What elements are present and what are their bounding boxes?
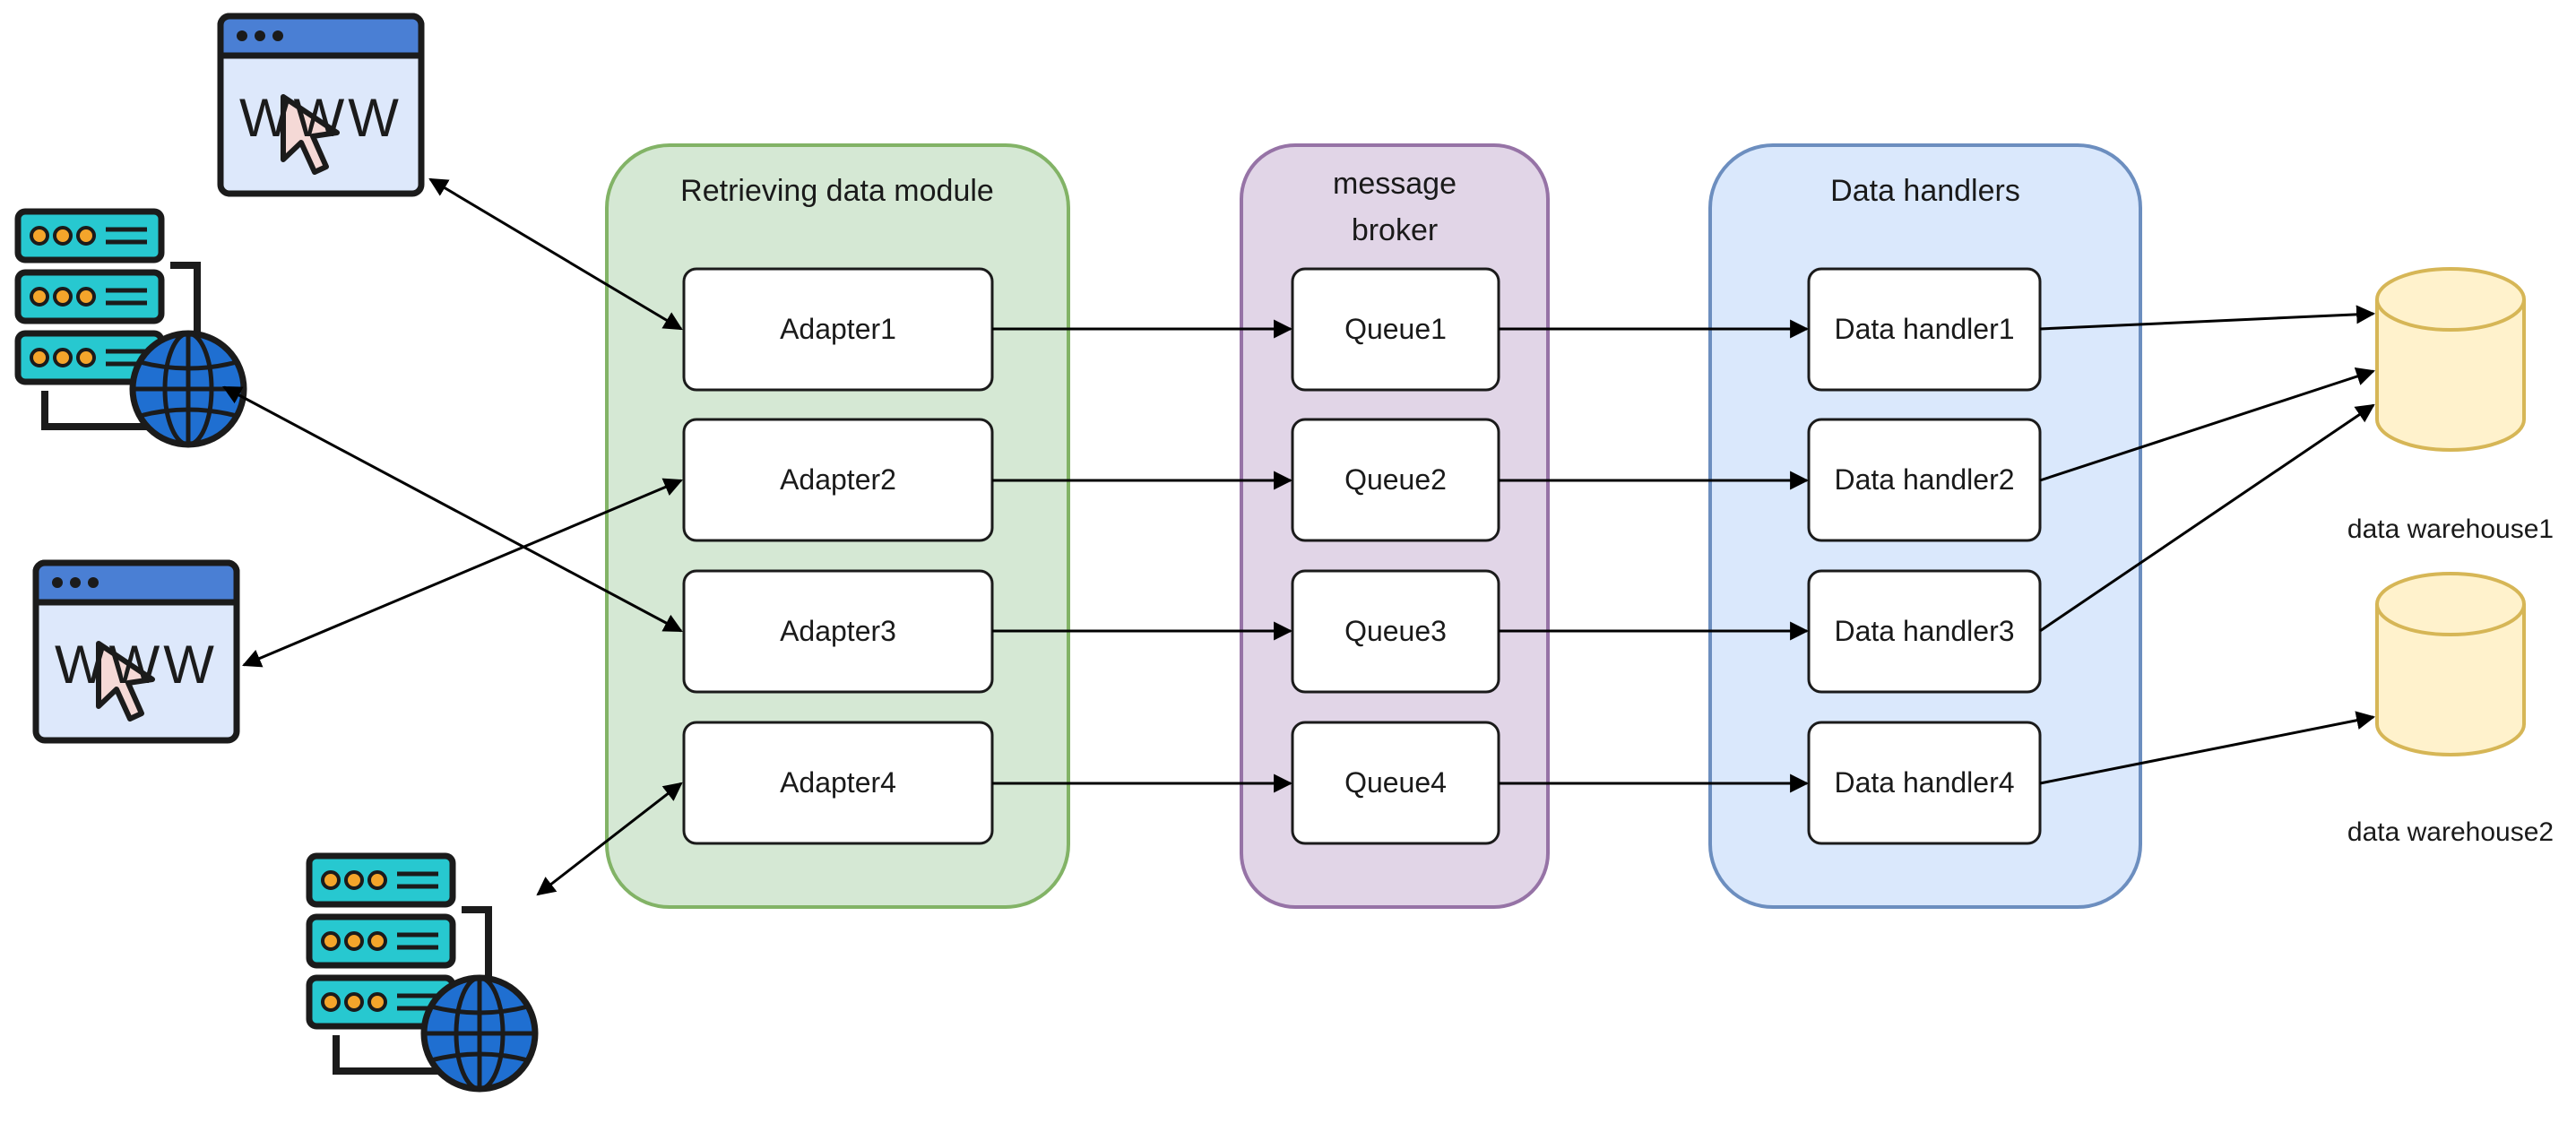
data-handler-label: Data handler4	[1834, 766, 2014, 799]
arrow-server2-adapter4	[536, 782, 683, 896]
database-cylinder-icon	[2375, 267, 2526, 452]
data-handler-3: Data handler3	[1807, 569, 2042, 694]
adapter-label: Adapter3	[780, 615, 896, 647]
adapter-1: Adapter1	[682, 267, 994, 392]
data-handler-4: Data handler4	[1807, 721, 2042, 845]
adapter-label: Adapter4	[780, 766, 896, 799]
data-handler-2: Data handler2	[1807, 418, 2042, 542]
data-warehouse-1: data warehouse1	[2347, 267, 2554, 544]
arrow-handler4-warehouse2	[2039, 711, 2376, 785]
group-title-line2: broker	[1352, 213, 1438, 247]
connectors	[222, 177, 2376, 896]
queue-label: Queue3	[1344, 615, 1447, 647]
adapter-label: Adapter2	[780, 463, 896, 496]
adapter-4: Adapter4	[682, 721, 994, 845]
web-server-icon	[309, 856, 535, 1089]
queue-2: Queue2	[1291, 418, 1500, 542]
arrow-web2-adapter2	[242, 478, 683, 668]
group-title-line1: message	[1333, 167, 1457, 201]
website-source-1: WWW	[220, 16, 421, 194]
queue-1: Queue1	[1291, 267, 1500, 392]
queue-label: Queue2	[1344, 463, 1447, 496]
adapter-2: Adapter2	[682, 418, 994, 542]
queue-4: Queue4	[1291, 721, 1500, 845]
data-handler-label: Data handler2	[1834, 463, 2014, 496]
data-handler-1: Data handler1	[1807, 267, 2042, 392]
data-warehouse-2: data warehouse2	[2347, 572, 2554, 847]
www-label: WWW	[239, 88, 402, 148]
database-cylinder-icon	[2375, 572, 2526, 756]
web-server-icon	[18, 212, 244, 445]
website-source-2: WWW	[36, 563, 237, 740]
adapter-3: Adapter3	[682, 569, 994, 694]
adapter-label: Adapter1	[780, 313, 896, 345]
arrow-handler3-warehouse1	[2039, 403, 2375, 633]
group-title: Retrieving data module	[680, 174, 994, 208]
queue-label: Queue4	[1344, 766, 1447, 799]
web-server-source-1	[18, 212, 244, 445]
www-label: WWW	[55, 635, 218, 695]
web-server-source-2	[309, 856, 535, 1089]
data-handler-label: Data handler1	[1834, 313, 2014, 345]
group-title: Data handlers	[1830, 174, 2020, 208]
warehouse-label: data warehouse1	[2347, 514, 2554, 544]
warehouse-label: data warehouse2	[2347, 817, 2554, 847]
data-handler-label: Data handler3	[1834, 615, 2014, 647]
arrow-handler1-warehouse1	[2039, 305, 2376, 331]
arrow-handler2-warehouse1	[2039, 367, 2375, 482]
queue-3: Queue3	[1291, 569, 1500, 694]
arrow-web1-adapter1	[428, 177, 683, 331]
queue-label: Queue1	[1344, 313, 1447, 345]
